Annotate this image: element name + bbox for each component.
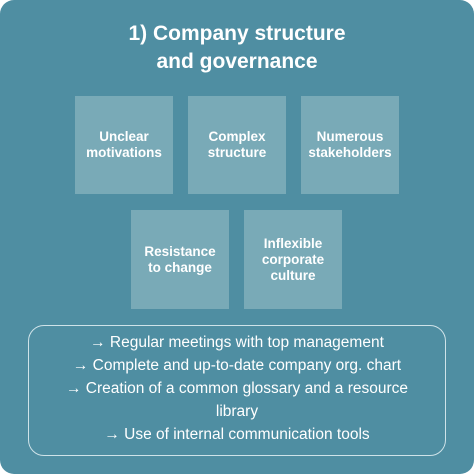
action-item-org-chart: → Complete and up-to-date company org. c… [72, 357, 402, 374]
challenge-box-unclear-motivations: Unclear motivations [75, 96, 173, 194]
challenge-box-inflexible-culture: Inflexible corporate culture [244, 210, 342, 309]
action-item-glossary-continued: library [215, 403, 259, 420]
challenge-box-numerous-stakeholders: Numerous stakeholders [301, 96, 399, 194]
actions-panel: → Regular meetings with top management →… [28, 325, 446, 456]
card-title: 1) Company structure and governance [128, 22, 346, 73]
action-item-glossary: → Creation of a common glossary and a re… [65, 380, 409, 397]
action-item-meetings: → Regular meetings with top management [90, 334, 384, 351]
action-item-communication-tools: → Use of internal communication tools [104, 426, 370, 443]
challenge-box-resistance-to-change: Resistance to change [131, 210, 229, 309]
challenge-box-complex-structure: Complex structure [188, 96, 286, 194]
